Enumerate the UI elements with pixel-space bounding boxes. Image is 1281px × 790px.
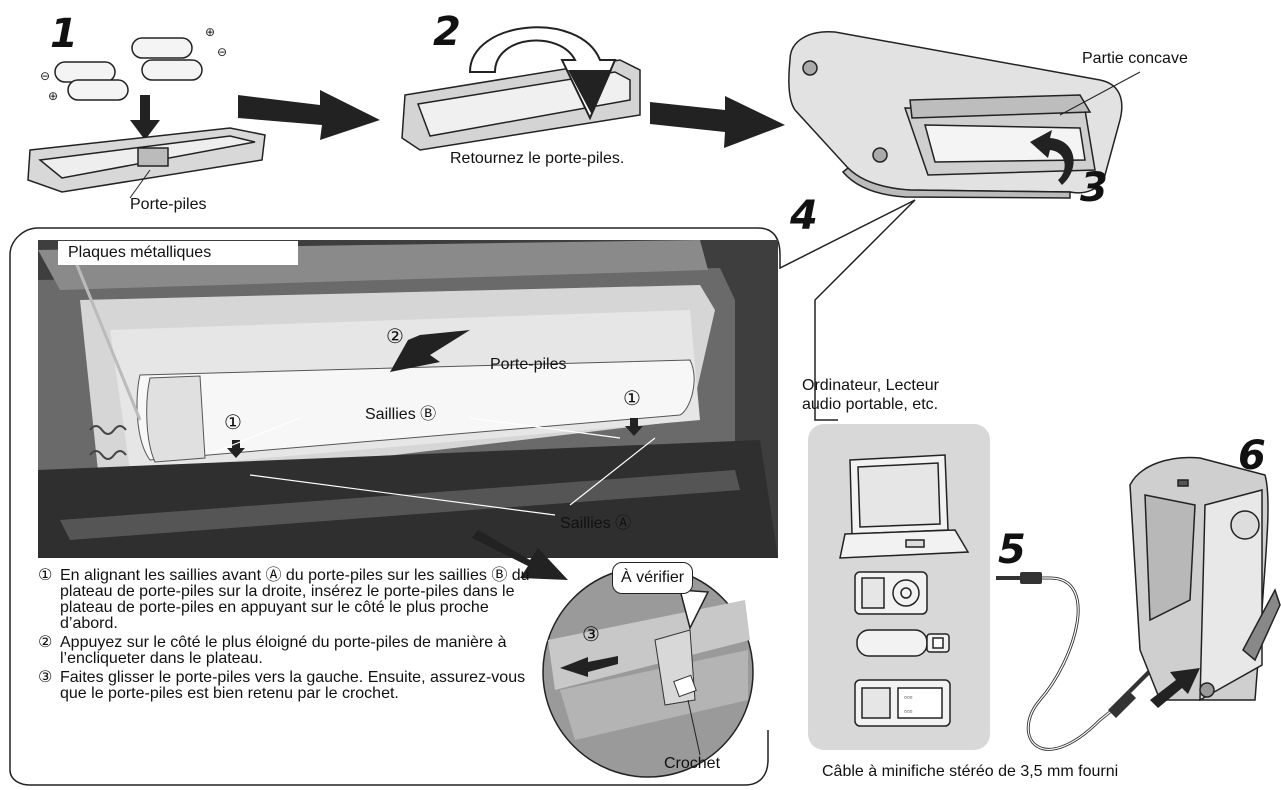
speaker-front-illustration [1129, 456, 1281, 702]
stereo-cable [1000, 576, 1111, 751]
svg-text:⊕: ⊕ [48, 89, 58, 103]
usb-stick-icon [856, 629, 950, 657]
flip-arrow-icon [468, 26, 617, 121]
instruction-2: ② Appuyez sur le côté le plus éloigné du… [38, 635, 538, 667]
step-number-5: 5 [998, 527, 1026, 573]
label-porte-piles-detail: Porte-piles [490, 356, 567, 373]
small-down-arrow-icon [227, 440, 245, 458]
battery-holder-step1 [27, 127, 266, 193]
right-arrow-icon [238, 90, 380, 140]
instructions-list: ① En alignant les saillies avant Ⓐ du po… [38, 568, 538, 705]
label-partie-concave: Partie concave [1082, 50, 1188, 67]
marker-1-left: ① [224, 412, 242, 434]
instruction-text: Appuyez sur le côté le plus éloigné du p… [60, 634, 507, 667]
svg-text:⊖: ⊖ [40, 69, 50, 83]
music-player-icon [854, 571, 928, 615]
instruction-number: ② [38, 634, 53, 651]
insert-arrow-icon [1150, 668, 1200, 708]
instruction-text: Faites glisser le porte-piles vers la ga… [60, 669, 526, 702]
batteries-illustration: ⊖ ⊕ ⊕ ⊖ [40, 25, 227, 103]
phone-icon: ▫▫▫ ▫▫▫ [854, 679, 951, 727]
push-arrow-icon [390, 330, 470, 372]
marker-1-right: ① [623, 388, 641, 410]
label-retournez: Retournez le porte-piles. [450, 150, 625, 167]
svg-text:▫▫▫: ▫▫▫ [904, 693, 913, 702]
svg-text:⊕: ⊕ [205, 25, 215, 39]
marker-3: ③ [582, 624, 600, 646]
step-number-3: 3 [1080, 165, 1108, 211]
diagonal-arrow-icon [472, 530, 568, 580]
plug-icon [996, 572, 1151, 718]
step-number-4: 4 [790, 193, 818, 239]
label-saillies-a: Saillies Ⓐ [560, 515, 632, 532]
label-plaques-metalliques: Plaques métalliques [58, 241, 298, 265]
curved-arrow-icon [1030, 130, 1074, 185]
instruction-number: ③ [38, 669, 53, 686]
instruction-text: En alignant les saillies avant Ⓐ du port… [60, 567, 530, 632]
hook-detail-circle [542, 566, 754, 778]
instruction-number: ① [38, 567, 53, 584]
down-arrow-icon [130, 95, 160, 140]
detail-panel-frame [9, 199, 916, 786]
svg-text:⊖: ⊖ [217, 45, 227, 59]
speaker-back-illustration [788, 31, 1123, 199]
label-saillies-b: Saillies Ⓑ [365, 406, 437, 423]
label-a-verifier: À vérifier [612, 562, 694, 594]
svg-text:▫▫▫: ▫▫▫ [904, 707, 913, 716]
label-porte-piles: Porte-piles [130, 196, 207, 213]
small-down-arrow-icon [625, 418, 643, 436]
label-ordinateur-line1: Ordinateur, Lecteur [802, 377, 939, 394]
marker-2: ② [386, 326, 404, 348]
label-crochet: Crochet [664, 755, 721, 772]
step-number-1: 1 [50, 11, 78, 57]
laptop-icon [839, 454, 970, 559]
label-ordinateur-line2: audio portable, etc. [802, 396, 939, 413]
instruction-3: ③ Faites glisser le porte-piles vers la … [38, 670, 538, 702]
right-arrow-icon [650, 96, 785, 148]
label-cable: Câble à minifiche stéréo de 3,5 mm fourn… [822, 763, 1119, 780]
step-number-6: 6 [1238, 433, 1266, 479]
battery-tray-photo [38, 240, 778, 558]
instruction-1: ① En alignant les saillies avant Ⓐ du po… [38, 568, 538, 632]
step-number-2: 2 [433, 9, 461, 55]
